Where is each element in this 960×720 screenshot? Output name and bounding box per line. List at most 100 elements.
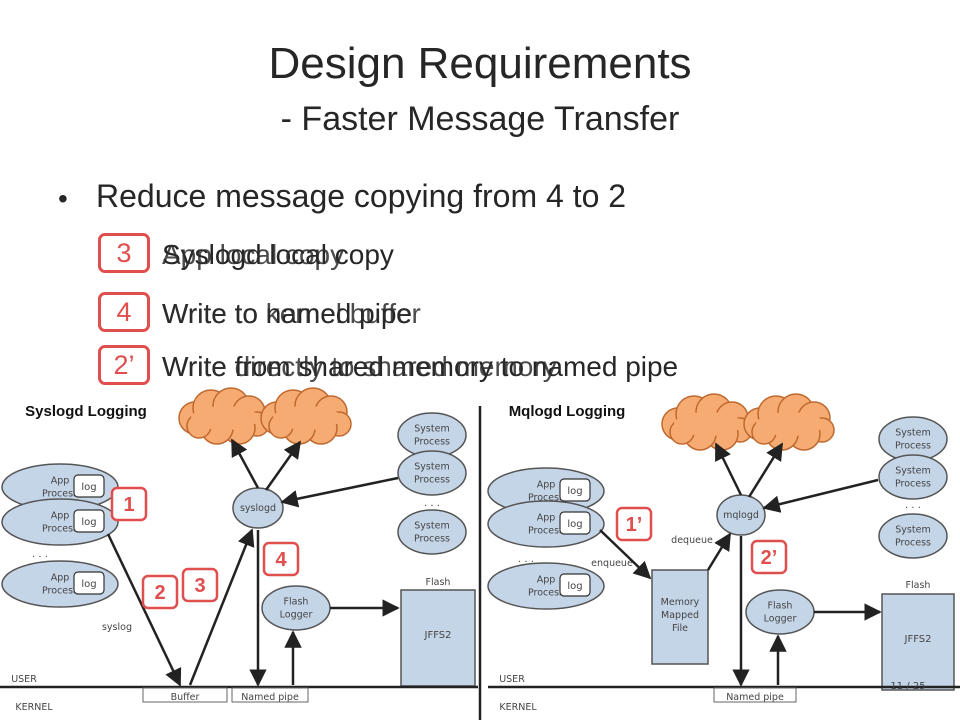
- slide-subtitle: - Faster Message Transfer: [280, 100, 680, 138]
- right-arrow-mqlogd-to-switch-2: [747, 442, 784, 498]
- left-arrow-syslogd-to-switch-1: [230, 438, 260, 489]
- right-switch-cloud-2: [743, 393, 835, 451]
- bullet-dot: •: [58, 183, 68, 214]
- left-kernel-label: KERNEL: [15, 702, 53, 713]
- left-badge-1: 1: [123, 494, 134, 516]
- step-overlay-2prime: Write directly to shared memory: [162, 351, 557, 382]
- left-syslogd-label: syslogd: [240, 503, 276, 514]
- right-system-process-3: [878, 513, 948, 559]
- right-flash-label: Flash: [906, 580, 931, 591]
- left-ellipsis-app: . . .: [32, 549, 48, 560]
- right-dequeue-label: dequeue: [671, 535, 713, 546]
- left-badge-2: 2: [154, 582, 165, 604]
- left-flash-logger: [261, 585, 331, 631]
- right-app-process-1-log: log: [567, 486, 582, 497]
- right-user-label: USER: [499, 674, 525, 685]
- left-app-process-3-log-box: [73, 571, 105, 595]
- left-badge-4-box: [262, 541, 300, 577]
- step-text-2prime: Write from shared memory to named pipe: [162, 351, 679, 382]
- right-badge-2prime-box: [750, 539, 788, 575]
- left-arrow-app-to-buffer: [106, 533, 182, 687]
- right-system-process-2: [878, 454, 948, 500]
- step-overlay-4: Write to kernel buffer: [162, 298, 421, 329]
- right-badge-1prime: 1’: [626, 514, 643, 536]
- left-jffs2-label: JFFS2: [424, 630, 452, 641]
- step-badge-3: 3: [98, 233, 150, 273]
- left-system-process-2: [397, 450, 467, 496]
- right-badge-2prime: 2’: [761, 547, 778, 569]
- right-app-process-3-log-box: [559, 573, 591, 597]
- right-app-process-3-log: log: [567, 581, 582, 592]
- left-badge-4: 4: [275, 549, 287, 571]
- right-enqueue-label: enqueue: [591, 558, 633, 569]
- step-badge-4: 4: [98, 292, 150, 332]
- left-named-pipe-label: Named pipe: [241, 692, 299, 703]
- left-syslog-label: syslog: [102, 622, 132, 633]
- right-kernel-label: KERNEL: [499, 702, 537, 713]
- left-app-process-2-log: log: [81, 517, 96, 528]
- left-switch-cloud-1: [178, 387, 270, 445]
- right-arrow-app-to-memory: [599, 529, 652, 580]
- right-ellipsis-system: . . .: [905, 500, 921, 511]
- step-badge-2prime: 2’: [98, 345, 150, 385]
- right-memory-mapped-file: [651, 569, 709, 665]
- left-switch-cloud-2: [260, 387, 352, 445]
- left-user-label: USER: [11, 674, 37, 685]
- right-badge-1prime-box: [615, 506, 653, 542]
- slide-title: Design Requirements: [268, 39, 692, 88]
- left-buffer-box: [142, 687, 228, 703]
- right-flash-logger: [745, 589, 815, 635]
- step-overlay-3: App local copy: [162, 239, 345, 270]
- left-named-pipe-box: [231, 687, 309, 703]
- right-ellipsis-app: . . .: [518, 554, 534, 565]
- left-buffer-label: Buffer: [171, 692, 200, 703]
- left-arrow-system-to-syslogd: [280, 476, 399, 508]
- left-badge-1-box: [110, 486, 148, 522]
- left-ellipsis-system: . . .: [424, 498, 440, 509]
- left-app-process-1-log-box: [73, 474, 105, 498]
- left-arrow-buffer-to-syslogd: [188, 528, 255, 686]
- right-named-pipe-box: [713, 687, 797, 703]
- right-arrow-mqlogd-to-switch-1: [714, 442, 743, 496]
- left-system-process-3: [397, 509, 467, 555]
- left-badge-3: 3: [194, 575, 205, 597]
- left-app-process-1-log: log: [81, 482, 96, 493]
- left-app-process-2-log-box: [73, 509, 105, 533]
- right-jffs2: [881, 593, 955, 691]
- left-badge-3-box: [181, 567, 219, 603]
- right-heading: Mqlogd Logging: [509, 403, 626, 420]
- step-text-3: Syslogd local copy: [162, 239, 394, 270]
- right-switch-cloud-1: [661, 393, 753, 451]
- right-named-pipe-label: Named pipe: [726, 692, 784, 703]
- right-app-process-1-log-box: [559, 478, 591, 502]
- left-heading: Syslogd Logging: [25, 403, 147, 420]
- step-text-4: Write to named pipe: [162, 298, 413, 329]
- left-flash-label: Flash: [426, 577, 451, 588]
- left-arrow-syslogd-to-switch-2: [264, 440, 302, 491]
- logging-diagram: Syslogd LoggingSwitchSwitchAppProcesslog…: [0, 387, 960, 720]
- right-app-process-2-log: log: [567, 519, 582, 530]
- right-jffs2-label: JFFS2: [904, 634, 932, 645]
- right-app-process-2-log-box: [559, 511, 591, 535]
- right-mqlogd-label: mqlogd: [723, 510, 759, 521]
- right-arrow-system-to-mqlogd: [762, 478, 879, 513]
- right-arrow-memory-to-mqlogd: [706, 532, 732, 571]
- left-badge-2-box: [141, 574, 179, 610]
- left-jffs2: [400, 589, 476, 687]
- page-number: 11 / 25: [890, 681, 925, 692]
